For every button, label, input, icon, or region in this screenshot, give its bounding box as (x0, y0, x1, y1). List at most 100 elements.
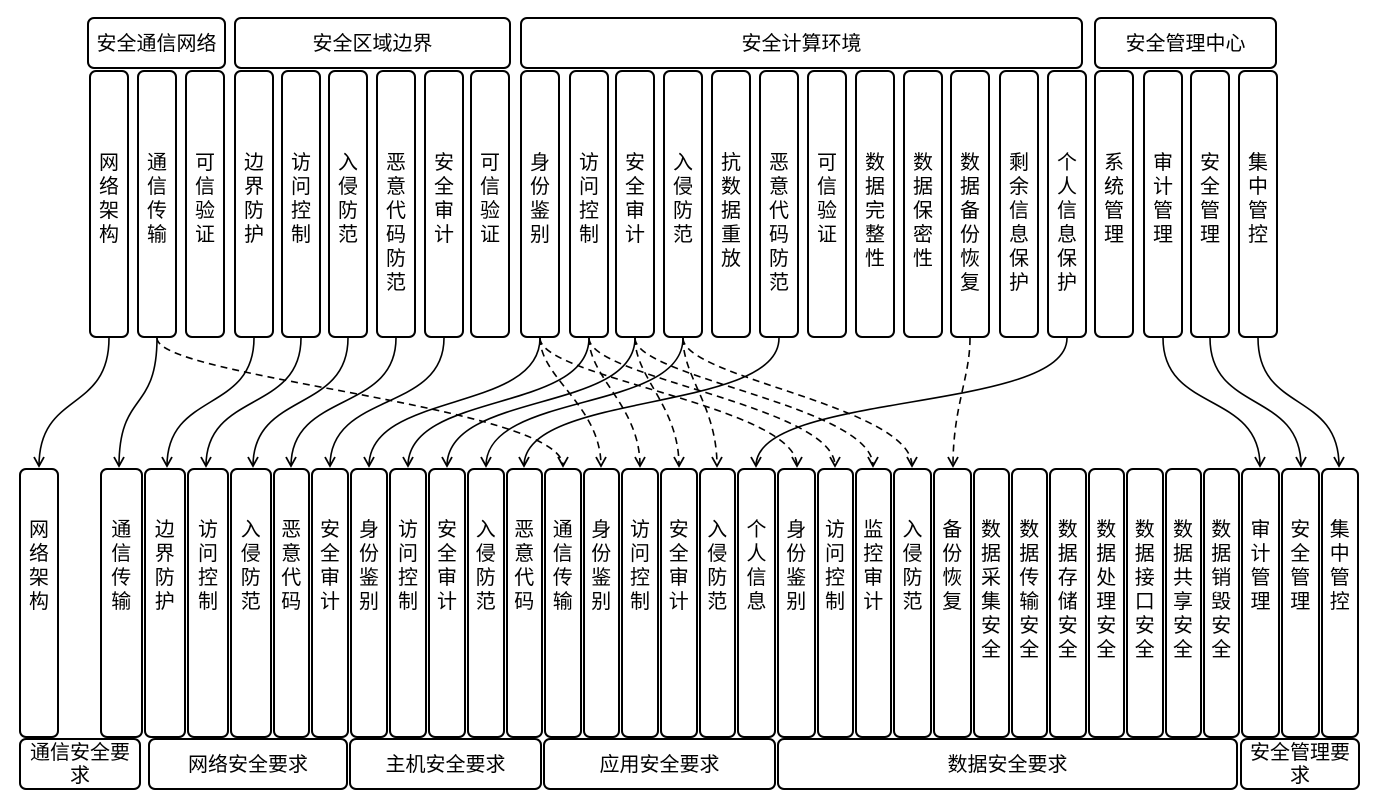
top-control-label: 数据保密性 (913, 150, 933, 270)
bottom-group-footer-network: 网络安全要求 (148, 738, 348, 790)
bottom-group-footer-app: 应用安全要求 (543, 738, 776, 790)
bottom-requirement-15: 安全审计 (660, 468, 698, 738)
top-control-5: 入侵防范 (328, 70, 368, 338)
top-control-label: 网络架构 (99, 150, 119, 246)
bottom-requirement-label: 安全管理 (1290, 517, 1311, 613)
bottom-requirement-label: 身份鉴别 (359, 517, 379, 613)
top-control-22: 审计管理 (1143, 70, 1183, 338)
top-control-1: 通信传输 (137, 70, 177, 338)
top-control-16: 数据完整性 (855, 70, 895, 338)
bottom-requirement-24: 数据传输安全 (1010, 468, 1048, 738)
bottom-requirement-4: 入侵防范 (230, 468, 272, 738)
bottom-requirement-20: 监控审计 (854, 468, 892, 738)
top-control-label: 安全审计 (434, 150, 454, 246)
bottom-requirement-label: 通信传输 (111, 517, 132, 613)
bottom-requirement-10: 入侵防范 (467, 468, 505, 738)
top-group-header-boundary: 安全区域边界 (234, 17, 511, 69)
top-control-20: 个人信息保护 (1047, 70, 1087, 338)
top-control-label: 可信验证 (480, 150, 500, 246)
top-control-label: 可信验证 (195, 150, 215, 246)
top-control-label: 集中管控 (1248, 150, 1268, 246)
bottom-requirement-label: 审计管理 (1250, 517, 1271, 613)
arrow-dashed-14 (539, 337, 607, 468)
top-control-label: 审计管理 (1153, 150, 1173, 246)
bottom-requirement-label: 个人信息 (746, 517, 767, 613)
bottom-requirement-19: 访问控制 (816, 468, 854, 738)
arrow-solid-3 (161, 337, 255, 468)
arrow-dashed-17 (682, 337, 723, 468)
bottom-requirement-18: 身份鉴别 (777, 468, 816, 738)
bottom-requirement-17: 个人信息 (737, 468, 776, 738)
bottom-requirement-label: 安全审计 (437, 517, 457, 613)
top-group-header-network: 安全通信网络 (87, 17, 226, 69)
bottom-requirement-label: 集中管控 (1329, 517, 1350, 613)
arrow-dashed-21 (682, 337, 918, 468)
top-control-12: 入侵防范 (663, 70, 703, 338)
arrow-solid-4 (200, 337, 302, 468)
bottom-group-footer-comm: 通信安全要求 (19, 738, 141, 790)
bottom-requirement-26: 数据处理安全 (1087, 468, 1125, 738)
bottom-requirement-0: 网络架构 (19, 468, 59, 738)
top-control-label: 访问控制 (291, 150, 311, 246)
top-control-label: 通信传输 (147, 150, 167, 246)
bottom-requirement-label: 身份鉴别 (591, 517, 612, 613)
arrow-dashed-15 (588, 337, 646, 468)
arrow-solid-6 (285, 337, 397, 468)
bottom-requirement-label: 安全审计 (668, 517, 689, 613)
arrow-dashed-2 (156, 337, 569, 468)
bottom-requirement-29: 数据销毁安全 (1202, 468, 1240, 738)
arrow-solid-1 (113, 337, 158, 468)
top-control-18: 数据备份恢复 (950, 70, 990, 338)
arrow-solid-13 (750, 337, 1068, 468)
top-control-label: 身份鉴别 (530, 150, 550, 246)
arrow-solid-12 (518, 337, 780, 468)
arrow-solid-5 (247, 337, 349, 468)
arrow-solid-24 (1209, 337, 1307, 468)
top-control-4: 访问控制 (281, 70, 321, 338)
bottom-requirement-28: 数据共享安全 (1164, 468, 1202, 738)
bottom-requirement-label: 数据存储安全 (1057, 517, 1078, 661)
top-control-label: 数据完整性 (865, 150, 885, 270)
top-control-14: 恶意代码防范 (759, 70, 799, 338)
bottom-requirement-label: 监控审计 (863, 517, 884, 613)
top-control-label: 系统管理 (1104, 150, 1124, 246)
bottom-requirement-3: 访问控制 (187, 468, 229, 738)
bottom-requirement-22: 备份恢复 (933, 468, 972, 738)
bottom-requirement-label: 入侵防范 (707, 517, 728, 613)
arrow-dashed-18 (539, 337, 803, 468)
top-control-label: 安全审计 (625, 150, 645, 246)
bottom-group-footer-host: 主机安全要求 (349, 738, 542, 790)
arrow-solid-7 (324, 337, 445, 468)
bottom-requirement-label: 访问控制 (630, 517, 650, 613)
arrow-dashed-20 (634, 337, 879, 468)
bottom-requirement-27: 数据接口安全 (1126, 468, 1164, 738)
top-control-24: 集中管控 (1238, 70, 1278, 338)
top-control-label: 抗数据重放 (721, 150, 741, 270)
top-control-label: 边界防护 (244, 150, 264, 246)
bottom-requirement-label: 数据处理安全 (1096, 517, 1117, 661)
top-control-19: 剩余信息保护 (999, 70, 1039, 338)
top-control-label: 安全管理 (1200, 150, 1220, 246)
bottom-requirement-14: 访问控制 (621, 468, 659, 738)
bottom-requirement-label: 身份鉴别 (786, 517, 807, 613)
bottom-requirement-label: 数据共享安全 (1173, 517, 1193, 661)
top-control-7: 安全审计 (424, 70, 464, 338)
bottom-requirement-label: 访问控制 (198, 517, 218, 613)
arrow-solid-8 (363, 337, 541, 468)
arrow-dashed-16 (634, 337, 685, 468)
top-control-8: 可信验证 (470, 70, 510, 338)
arrow-solid-9 (402, 337, 590, 468)
top-group-header-mgmt: 安全管理中心 (1094, 17, 1277, 69)
top-control-label: 可信验证 (817, 150, 837, 246)
top-control-label: 入侵防范 (673, 150, 693, 246)
bottom-requirement-label: 恶意代码 (281, 517, 302, 613)
top-control-2: 可信验证 (185, 70, 225, 338)
bottom-requirement-7: 身份鉴别 (350, 468, 388, 738)
bottom-requirement-30: 审计管理 (1241, 468, 1280, 738)
top-control-10: 访问控制 (569, 70, 609, 338)
bottom-requirement-8: 访问控制 (389, 468, 427, 738)
top-group-header-compute: 安全计算环境 (520, 17, 1083, 69)
top-control-label: 恶意代码防范 (769, 150, 789, 294)
